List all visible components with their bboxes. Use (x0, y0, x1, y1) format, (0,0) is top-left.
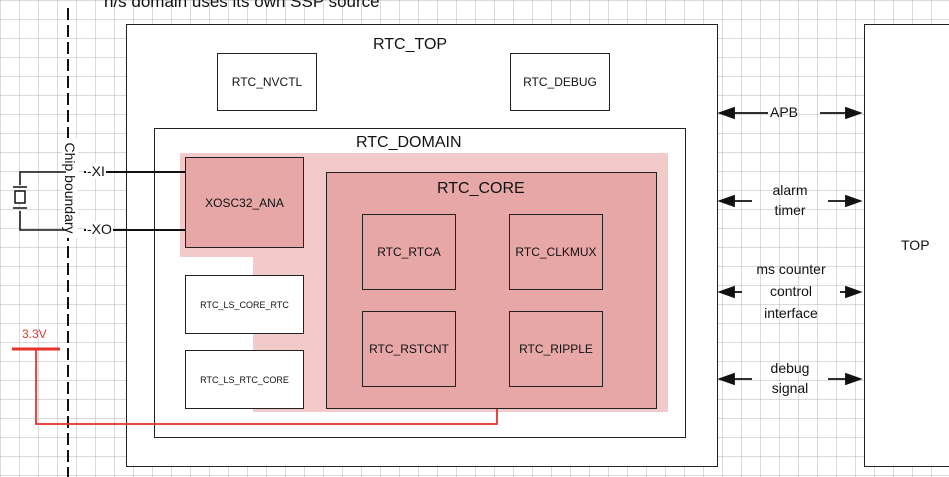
pin-xo-label: -XO (86, 221, 113, 237)
rtc-ripple-block: RTC_RIPPLE (509, 311, 603, 387)
crystal-wire-top (19, 171, 66, 185)
debug-arrow (717, 372, 863, 386)
rtc-domain-label: RTC_DOMAIN (356, 134, 462, 151)
top-block (864, 24, 949, 467)
crystal-wire-bottom (19, 211, 66, 231)
alarm-arrow (717, 194, 863, 208)
rtc-rtca-block: RTC_RTCA (362, 214, 456, 290)
rtc-top-label: RTC_TOP (373, 36, 448, 53)
rtc-clkmux-block: RTC_CLKMUX (509, 214, 603, 290)
xosc32-ana-block: XOSC32_ANA (185, 157, 304, 248)
debug-signal-label: debug signal (770, 360, 810, 396)
rtc-ls-rtc-core-block: RTC_LS_RTC_CORE (185, 350, 304, 409)
rtc-ls-core-rtc-block: RTC_LS_CORE_RTC (185, 275, 304, 334)
ms-arrow (717, 285, 863, 299)
alarm-timer-label: alarm timer (772, 182, 808, 218)
top-label: TOP (901, 237, 930, 253)
crystal-symbol (14, 190, 26, 204)
pin-xi-label: -XI (86, 163, 106, 179)
ms-counter-label: ms counter control interface (756, 261, 826, 321)
rtc-debug-block: RTC_DEBUG (510, 53, 610, 111)
rtc-rstcnt-block: RTC_RSTCNT (362, 311, 456, 387)
apb-arrow (717, 106, 863, 120)
chip-boundary-line (67, 8, 69, 477)
apb-label: APB (770, 104, 799, 120)
rtc-core-label: RTC_CORE (437, 180, 525, 197)
diagram-caption: n/s domain uses its own SSP source (104, 0, 380, 11)
rtc-nvctl-block: RTC_NVCTL (217, 53, 317, 111)
vdd-wire (35, 349, 498, 425)
voltage-label: 3.3V (22, 327, 47, 341)
